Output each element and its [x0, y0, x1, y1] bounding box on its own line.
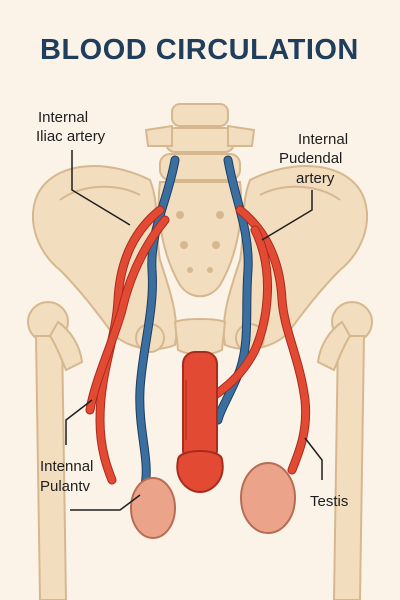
penis-shaft [176, 351, 224, 494]
right-testis [240, 462, 296, 534]
right-femur [316, 301, 373, 600]
label-testis: Testis [310, 493, 348, 510]
label-internal-pudendal-line1: Internal [298, 131, 348, 148]
leader-testis [304, 437, 323, 480]
label-internal-pulantv-line1: Intennal [40, 458, 93, 475]
leader-internal-pudendal [261, 190, 313, 241]
label-internal-pudendal-line3: artery [296, 170, 335, 187]
leader-internal-iliac [71, 150, 131, 226]
leader-internal-pulantv [65, 399, 93, 445]
label-internal-iliac-line1: Internal [38, 109, 88, 126]
leader-internal-pulantv-lower [70, 494, 141, 511]
label-internal-pudendal-line2: Pudendal [279, 150, 342, 167]
label-internal-iliac-line2: Iliac artery [36, 128, 106, 145]
pubic-symphysis [173, 318, 227, 356]
label-internal-pulantv-line2: Pulantv [40, 478, 91, 495]
left-testis [130, 477, 176, 539]
arteries [85, 205, 311, 485]
sacrum [157, 181, 243, 298]
left-femur [27, 301, 84, 600]
spine [144, 103, 256, 181]
diagram-title: BLOOD CIRCULATION [40, 34, 359, 66]
